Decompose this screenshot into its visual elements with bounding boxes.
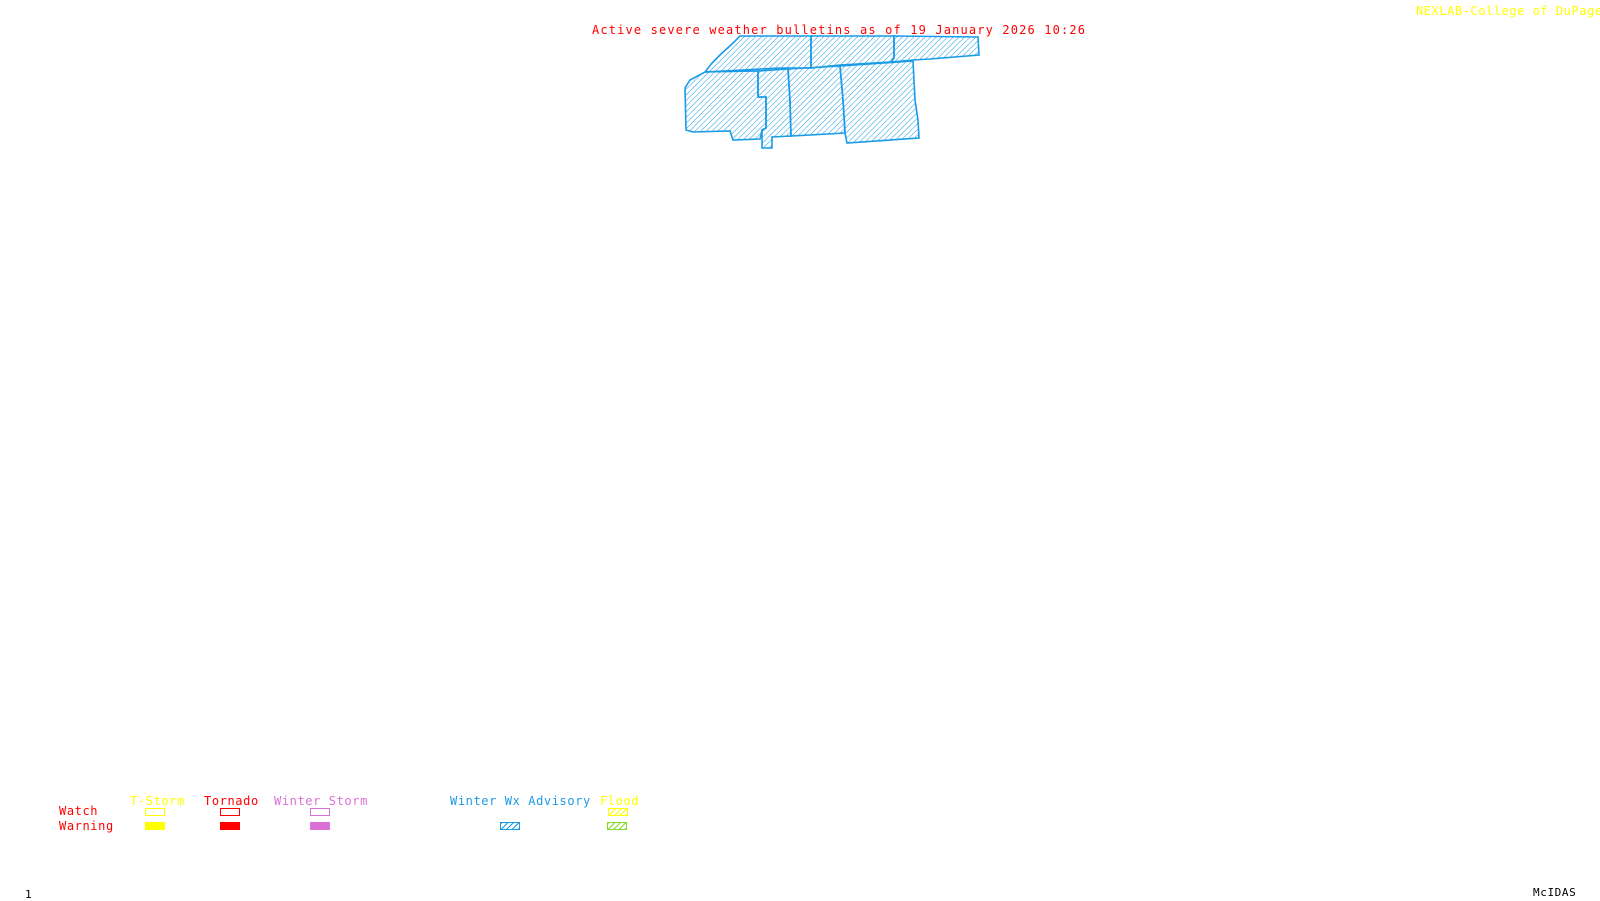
advisory-zone[interactable]	[889, 35, 980, 63]
advisory-zone[interactable]	[684, 70, 767, 141]
legend-header-flood: Flood	[600, 794, 640, 808]
advisory-zone[interactable]	[787, 65, 846, 137]
legend-row-warning: Warning	[59, 819, 114, 833]
flood-watch-swatch	[608, 808, 628, 816]
legend-header-tstorm: T-Storm	[130, 794, 185, 808]
software-label: McIDAS	[1533, 886, 1577, 899]
tstorm-watch-swatch	[145, 808, 165, 816]
page-title: Active severe weather bulletins as of 19…	[592, 23, 1087, 37]
credit-label: NEXLAB-College of DuPage R	[1416, 4, 1600, 18]
tornado-watch-swatch	[220, 808, 240, 816]
tornado-warning-swatch	[220, 822, 240, 830]
legend-row-watch: Watch	[59, 804, 99, 818]
legend-header-winter-storm: Winter Storm	[274, 794, 368, 808]
flood-warning-swatch	[607, 822, 627, 830]
tstorm-warning-swatch	[145, 822, 165, 830]
winter-storm-warning-swatch	[310, 822, 330, 830]
advisory-zone[interactable]	[839, 60, 920, 144]
winter-wx-advisory-swatch	[500, 822, 520, 830]
legend-header-winter-wx-advisory: Winter Wx Advisory	[450, 794, 591, 808]
winter-storm-watch-swatch	[310, 808, 330, 816]
advisory-zone[interactable]	[703, 35, 812, 73]
legend-header-tornado: Tornado	[204, 794, 259, 808]
frame-number: 1	[25, 888, 33, 901]
advisory-zones	[684, 35, 980, 149]
